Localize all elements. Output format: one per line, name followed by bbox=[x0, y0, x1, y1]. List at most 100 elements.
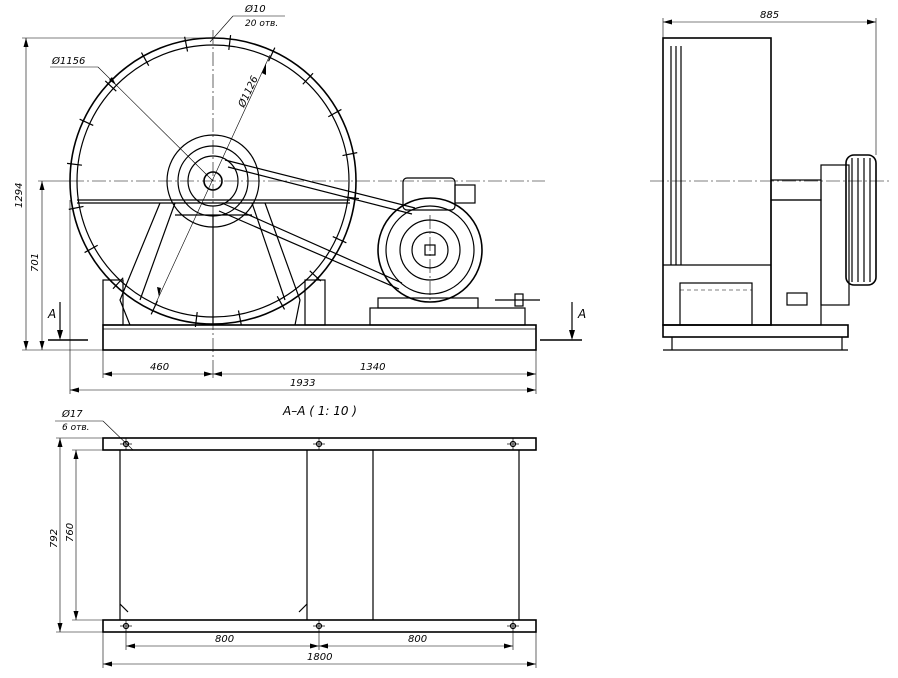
hole-dia-label: Ø10 bbox=[244, 3, 266, 15]
inner-dia-arrow-bottom bbox=[157, 287, 161, 297]
section-bottom-beam bbox=[102, 619, 537, 633]
motor-pulley-hub bbox=[411, 231, 449, 269]
belt-lower-inner bbox=[218, 210, 400, 290]
frame-left-leg-outer bbox=[119, 202, 161, 326]
section-length-label: 1800 bbox=[307, 652, 332, 663]
left-support-block bbox=[102, 279, 124, 326]
overall-height-label: 1294 bbox=[14, 183, 25, 208]
spacing-arrow-1 bbox=[126, 643, 135, 649]
outer-w-arrow-bottom bbox=[57, 623, 63, 632]
rim-bolt-mark bbox=[140, 52, 150, 66]
axis-height-arrow-bottom bbox=[39, 341, 45, 350]
side-base-frame bbox=[662, 324, 849, 338]
inner-w-arrow-top bbox=[73, 450, 79, 459]
height-arrow-bottom bbox=[23, 341, 29, 350]
belt-lower-outer bbox=[221, 202, 403, 284]
axis-height-arrow-top bbox=[39, 181, 45, 190]
offset-right-label: 1340 bbox=[360, 362, 385, 373]
outer-dia-arrow bbox=[109, 77, 116, 85]
tension-block bbox=[786, 292, 808, 306]
inner-w-arrow-bottom bbox=[73, 611, 79, 620]
rim-bolt-mark bbox=[267, 47, 276, 62]
overall-length-label: 1933 bbox=[290, 378, 315, 389]
mounting-holes bbox=[120, 438, 519, 632]
right-support-block bbox=[304, 279, 326, 326]
section-mark-left-arrowhead bbox=[57, 330, 63, 340]
side-support-block bbox=[679, 282, 753, 326]
width-arrow-left bbox=[663, 19, 672, 25]
offset-arrow-4 bbox=[527, 371, 536, 377]
base-frame bbox=[102, 324, 537, 351]
section-mark-right-label: A bbox=[577, 307, 586, 321]
outer-dia-label: Ø1156 bbox=[51, 55, 85, 67]
rim-bolt-mark bbox=[237, 310, 242, 326]
rim-bolt-mark bbox=[309, 270, 322, 282]
inner-dia-line bbox=[154, 54, 271, 306]
motor-feet bbox=[377, 297, 479, 309]
side-width-label: 885 bbox=[760, 10, 779, 21]
rim-bolt-mark bbox=[276, 296, 286, 310]
section-length-arrow-left bbox=[103, 661, 112, 667]
rim-bolt-mark bbox=[184, 36, 189, 52]
spacing-arrow-4 bbox=[504, 643, 513, 649]
height-arrow-top bbox=[23, 38, 29, 47]
rim-bolt-mark bbox=[332, 235, 347, 244]
section-length-arrow-right bbox=[527, 661, 536, 667]
belt-upper-outer bbox=[224, 159, 416, 209]
belt-upper-inner bbox=[227, 166, 413, 215]
width-arrow-right bbox=[867, 19, 876, 25]
rim-bolt-mark bbox=[66, 162, 83, 166]
hole-leader-line bbox=[102, 420, 134, 451]
motor-cable-gland bbox=[454, 184, 476, 204]
rim-bolt-mark bbox=[104, 80, 117, 92]
gusset-left bbox=[119, 603, 129, 613]
tension-nut bbox=[514, 293, 524, 307]
rim-bolt-marks bbox=[66, 34, 360, 328]
motor-shaft-key bbox=[424, 244, 436, 256]
spacing-arrow-2 bbox=[310, 643, 319, 649]
length-arrow-right bbox=[527, 387, 536, 393]
section-mark-right-arrowhead bbox=[569, 330, 575, 340]
rim-bolt-mark bbox=[150, 300, 159, 315]
hub-inner-circle bbox=[187, 155, 239, 207]
hole-leader bbox=[209, 15, 234, 43]
frame-right-leg-inner bbox=[251, 202, 286, 301]
offset-arrow-2 bbox=[204, 371, 213, 377]
section-hole-dia-label: Ø17 bbox=[61, 408, 83, 420]
length-arrow-left bbox=[70, 387, 79, 393]
section-hole-count-label: 6 отв. bbox=[62, 423, 90, 433]
front-view: A A 1294 701 460 1340 1933 bbox=[14, 3, 586, 394]
section-view: A–A ( 1: 10 ) Ø17 6 отв. 792 760 bbox=[49, 404, 537, 668]
axis-height-label: 701 bbox=[30, 253, 41, 272]
casing-side-profile bbox=[662, 37, 772, 326]
hole-count-label: 20 отв. bbox=[245, 19, 278, 29]
bearing-housing bbox=[770, 199, 822, 326]
section-top-beam bbox=[102, 437, 537, 451]
rim-bolt-mark bbox=[68, 205, 84, 210]
rim-bolt-mark bbox=[328, 108, 342, 118]
spacing-right-label: 800 bbox=[408, 634, 427, 645]
motor-pulley-groove bbox=[399, 219, 461, 281]
gusset-center bbox=[298, 603, 308, 613]
motor-terminal-box bbox=[402, 177, 456, 211]
outer-width-label: 792 bbox=[49, 529, 60, 548]
rim-bolt-mark bbox=[84, 244, 98, 254]
inner-dia-arrow-top bbox=[262, 63, 266, 75]
inner-dia-label: Ø1126 bbox=[235, 74, 260, 110]
rim-bolt-mark bbox=[228, 34, 232, 51]
outer-dia-leader bbox=[97, 66, 214, 182]
rim-bolt-mark bbox=[79, 118, 94, 127]
side-pulley-mount bbox=[820, 164, 850, 306]
frame-left-leg-inner bbox=[139, 202, 176, 301]
frame-right-leg-outer bbox=[264, 202, 301, 326]
offset-arrow-3 bbox=[213, 371, 222, 377]
motor-base-plate bbox=[369, 307, 526, 326]
rim-bolt-mark bbox=[302, 72, 314, 85]
side-pulley bbox=[845, 154, 877, 286]
motor-pulley-outer bbox=[385, 205, 475, 295]
shaft-circle bbox=[203, 171, 223, 191]
bearing-cap bbox=[770, 179, 822, 201]
section-title: A–A ( 1: 10 ) bbox=[282, 404, 357, 418]
offset-arrow-1 bbox=[103, 371, 112, 377]
